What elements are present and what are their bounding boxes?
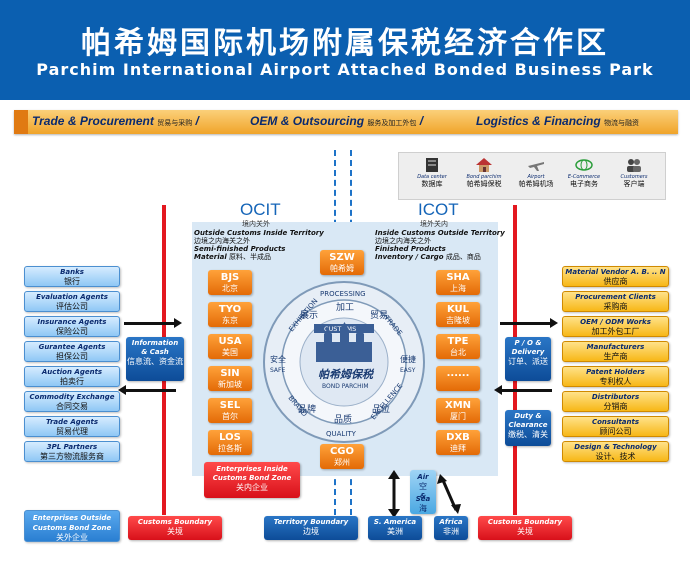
ocit-title: OCIT bbox=[240, 200, 281, 219]
seal-ring-quality: QUALITY bbox=[326, 430, 357, 438]
seal-ring-processing: PROCESSING bbox=[320, 290, 366, 298]
people-icon bbox=[627, 159, 641, 172]
page-title-en: Parchim International Airport Attached B… bbox=[36, 60, 654, 79]
icot-sub: 境外关内 bbox=[420, 220, 448, 228]
seal-easy-en: EASY bbox=[400, 367, 416, 374]
seal-safe-en: SAFE bbox=[270, 367, 285, 374]
city-placeholder: ...... bbox=[436, 366, 480, 391]
seal-easy-cn: 便捷 bbox=[400, 354, 416, 364]
arrow-to-zone-left bbox=[124, 318, 182, 328]
seal-cn-processing: 加工 bbox=[336, 302, 354, 313]
banner-segment-trade: Trade & Procurement 贸易与采购 / bbox=[32, 114, 199, 128]
seal-safe-cn: 安全 bbox=[270, 354, 286, 364]
seal-logo-en: BOND PARCHIM bbox=[322, 383, 369, 390]
seal-customs-banner: CUSTOMS bbox=[324, 325, 356, 333]
castle-icon bbox=[316, 322, 372, 362]
arrow-from-zone-left bbox=[118, 385, 176, 395]
server-icon bbox=[426, 158, 438, 172]
seal-cn-trade: 贸易 bbox=[370, 309, 388, 321]
seal-cn-quality: 品质 bbox=[334, 413, 352, 425]
globe-icon bbox=[575, 159, 593, 171]
ocit-sub: 境内关外 bbox=[242, 220, 270, 228]
header: 帕希姆国际机场附属保税经济合作区 Parchim International A… bbox=[0, 0, 690, 100]
icot-title: ICOT bbox=[418, 200, 459, 219]
banner-segment-oem: OEM & Outsourcing 服务及加工外包 / bbox=[250, 114, 424, 128]
bond-parchim-seal: EXHIBITION PROCESSING TRADE 展示 加工 贸易 BRA… bbox=[263, 281, 425, 443]
plane-icon bbox=[528, 162, 544, 171]
seal-logo-cn: 帕希姆保税 bbox=[318, 368, 375, 381]
seal-cn-exhibition: 展示 bbox=[300, 310, 318, 321]
house-icon bbox=[476, 158, 492, 172]
arrow-to-partners bbox=[500, 318, 558, 328]
continent-arrows bbox=[388, 470, 461, 518]
arrow-from-partners bbox=[494, 385, 552, 395]
seal-cn-excellence: 品位 bbox=[372, 403, 390, 415]
services-banner: Trade & Procurement 贸易与采购 / OEM & Outsou… bbox=[14, 110, 678, 134]
banner-segment-logistics: Logistics & Financing 物流与融资 bbox=[476, 114, 640, 128]
seal-cn-brand: 品牌 bbox=[298, 403, 316, 415]
page-title-cn: 帕希姆国际机场附属保税经济合作区 bbox=[81, 26, 609, 61]
